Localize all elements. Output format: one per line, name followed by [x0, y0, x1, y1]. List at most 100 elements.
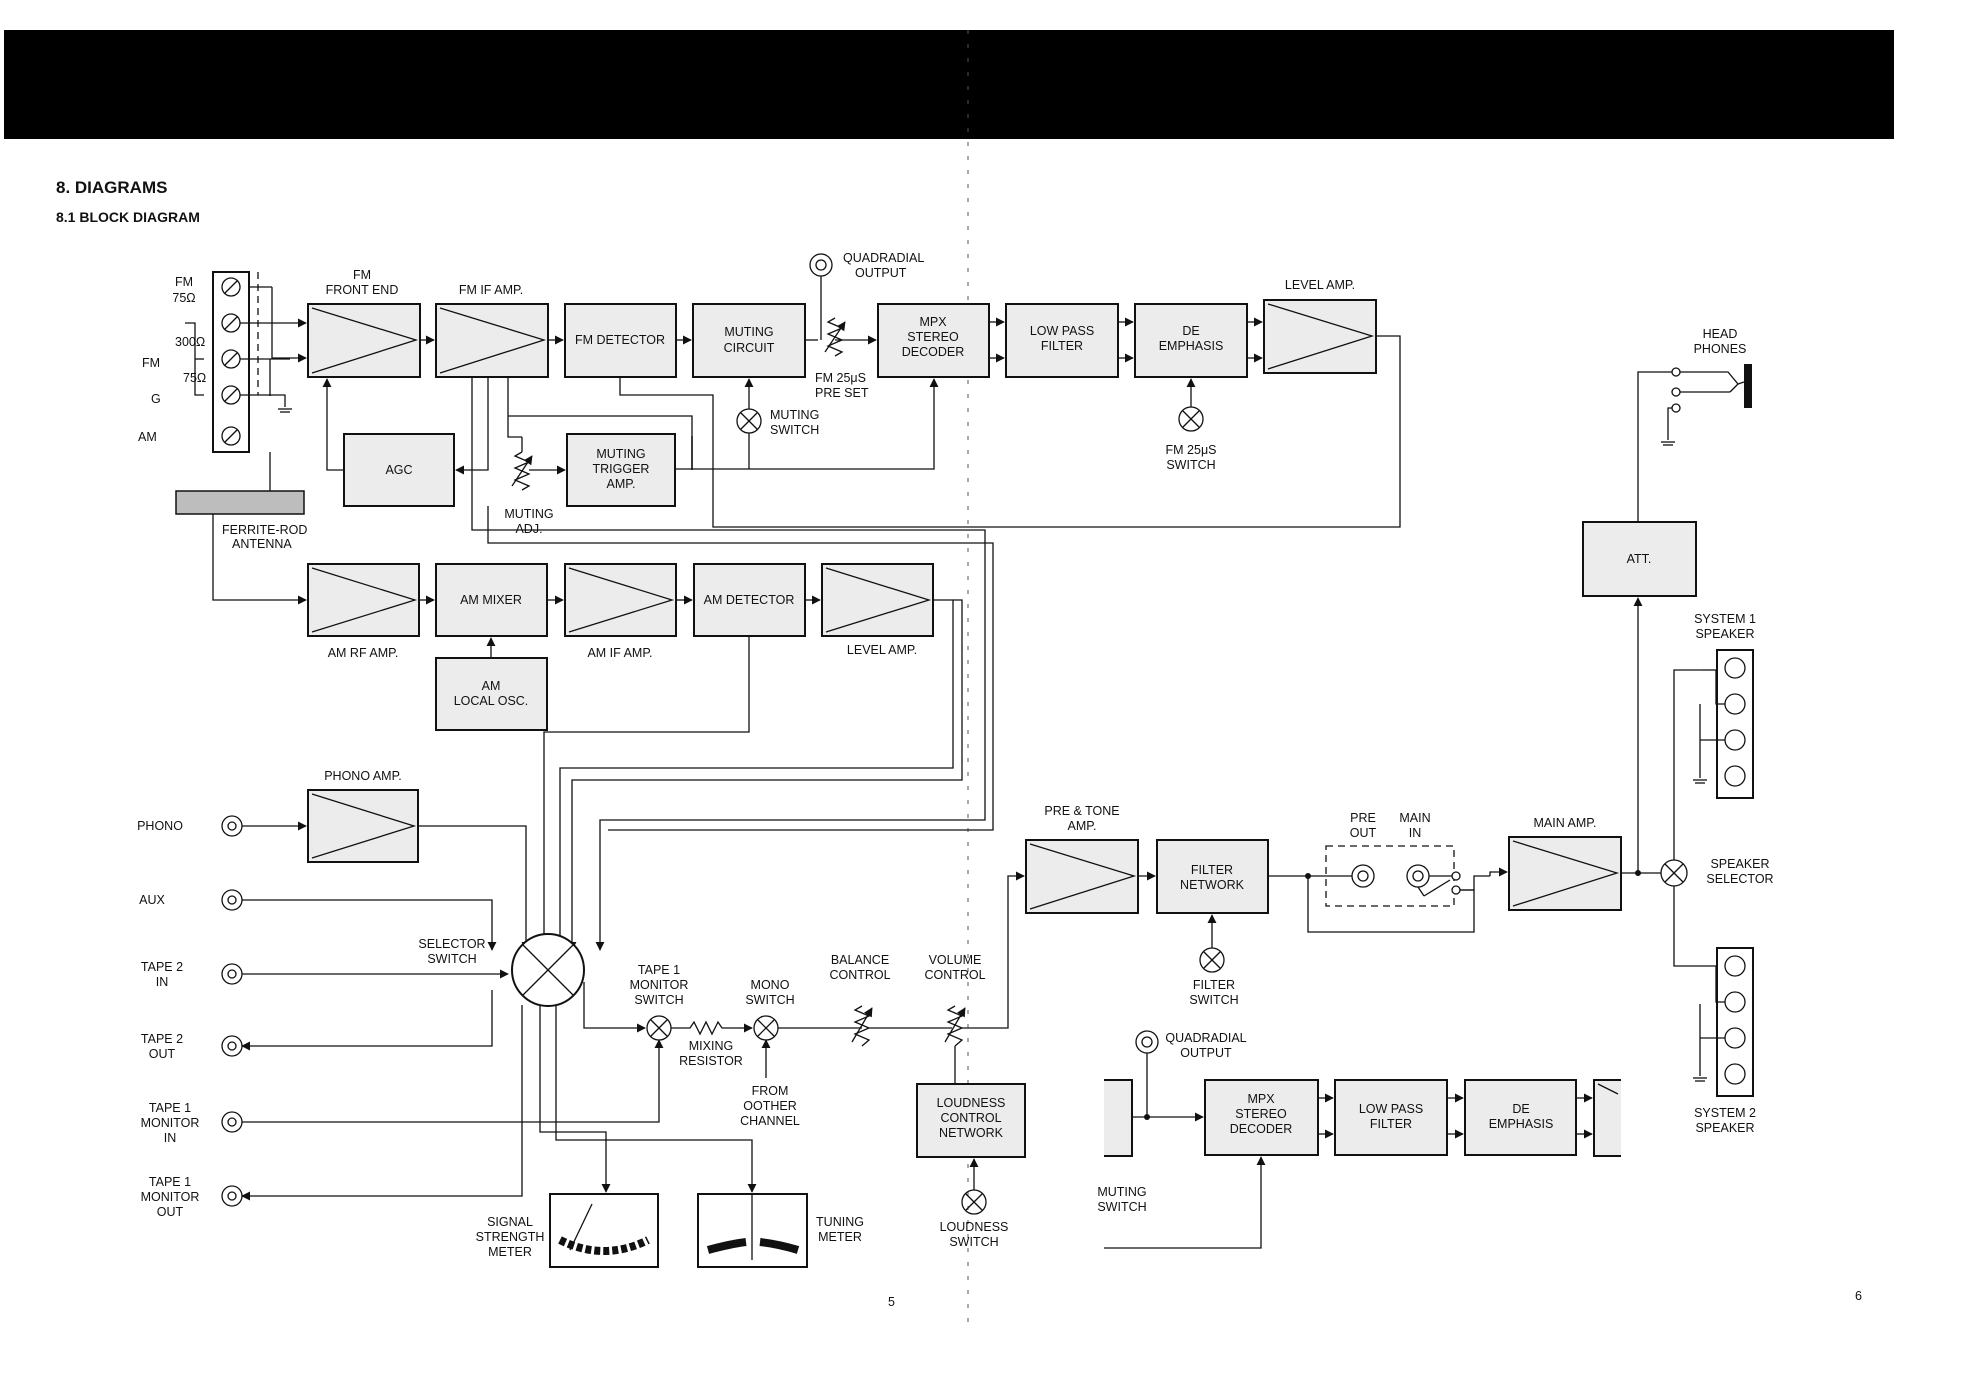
low-pass-filter [1005, 303, 1119, 378]
signal-meter-label-2: STRENGTH [476, 1230, 545, 1244]
inset-lpf-label-1: LOW PASS [1359, 1102, 1423, 1116]
volume-control [944, 1005, 966, 1047]
system1-label-2: SPEAKER [1695, 627, 1754, 641]
loudness-sw-label-1: LOUDNESS [940, 1220, 1009, 1234]
selector-label-1: SELECTOR [418, 937, 485, 951]
inset-deemph-label-2: EMPHASIS [1489, 1117, 1554, 1131]
am-detector-label: AM DETECTOR [704, 593, 795, 607]
pre-out-label-1: PRE [1350, 811, 1376, 825]
aux-label: AUX [139, 893, 165, 907]
filter-sw-label-1: FILTER [1193, 978, 1235, 992]
headphones-label-2: PHONES [1694, 342, 1747, 356]
fm-detector [564, 303, 677, 378]
loudness-switch-icon [961, 1189, 987, 1215]
tape1-mon-in-label-1: TAPE 1 [149, 1101, 191, 1115]
selector-label-2: SWITCH [427, 952, 476, 966]
selector-switch-icon [511, 933, 585, 1007]
fm25-switch-label-2: SWITCH [1166, 458, 1215, 472]
system2-label-1: SYSTEM 2 [1694, 1106, 1756, 1120]
inset-mpx-label-3: DECODER [1230, 1122, 1293, 1136]
tuning-meter-label-2: METER [818, 1230, 862, 1244]
mixing-label-2: RESISTOR [679, 1054, 743, 1068]
header-bar [4, 30, 1894, 139]
volume-label-2: CONTROL [924, 968, 985, 982]
from-other-label-1: FROM [752, 1084, 789, 1098]
filter-net-label-2: NETWORK [1180, 878, 1245, 892]
inset-low-pass-filter [1334, 1079, 1448, 1156]
quadradial-label-2: OUTPUT [855, 266, 907, 280]
tape2-in-jack [221, 963, 243, 985]
tape2-out-label-1: TAPE 2 [141, 1032, 183, 1046]
deemph-label-2: EMPHASIS [1159, 339, 1224, 353]
am-level-amp [821, 563, 934, 637]
main-amp-label: MAIN AMP. [1534, 816, 1597, 830]
mpx-stereo-decoder [877, 303, 990, 378]
am-local-osc [435, 657, 548, 731]
deemph-label-1: DE [1182, 324, 1199, 338]
am-rf-amp-label: AM RF AMP. [328, 646, 399, 660]
tape2-in-label-1: TAPE 2 [141, 960, 183, 974]
de-emphasis [1134, 303, 1248, 378]
inset-partial-block-left [1104, 1079, 1133, 1157]
fm-75-label: 75Ω [172, 291, 195, 305]
ferrite-label-2: ANTENNA [232, 537, 292, 551]
am-local-osc-label-1: AM [482, 679, 501, 693]
loudness-net-label-1: LOUDNESS [937, 1096, 1006, 1110]
muting-switch-icon [736, 408, 762, 434]
fm-front-end-label-2: FRONT END [326, 283, 399, 297]
muting-trigger-label-2: TRIGGER [593, 462, 650, 476]
aux-jack [221, 889, 243, 911]
from-other-label-2: OOTHER [743, 1099, 796, 1113]
main-in-label-1: MAIN [1399, 811, 1430, 825]
tape1-mon-out-jack [221, 1185, 243, 1207]
inset-mpx-decoder [1204, 1079, 1319, 1156]
system1-speaker-terminal [1693, 649, 1754, 799]
tape2-out-label-2: OUT [149, 1047, 176, 1061]
fm-preset-resistor [824, 317, 846, 357]
main-in-label-2: IN [1409, 826, 1422, 840]
loudness-net-label-3: NETWORK [939, 1126, 1004, 1140]
main-amp [1508, 836, 1622, 911]
system1-label-1: SYSTEM 1 [1694, 612, 1756, 626]
pre-tone-label-2: AMP. [1068, 819, 1097, 833]
balance-control [851, 1005, 873, 1047]
am-if-amp [564, 563, 677, 637]
subsection-title: 8.1 BLOCK DIAGRAM [56, 209, 200, 225]
tape1-mon-in-jack [221, 1111, 243, 1133]
pre-tone-label-1: PRE & TONE [1044, 804, 1119, 818]
speaker-selector-icon [1660, 859, 1688, 887]
quadradial-label-1: QUADRADIAL [843, 251, 924, 265]
fm-level-amp-label: LEVEL AMP. [1285, 278, 1355, 292]
phono-label: PHONO [137, 819, 183, 833]
inset-deemph-label-1: DE [1512, 1102, 1529, 1116]
quadradial-output-jack [809, 253, 833, 277]
muting-adj-label-2: ADJ. [515, 522, 542, 536]
tape1-mon-out-label-2: MONITOR [141, 1190, 200, 1204]
muting-trigger-amp [566, 433, 676, 507]
loudness-control-network [916, 1083, 1026, 1158]
speaker-sel-label-2: SELECTOR [1706, 872, 1773, 886]
pre-out-jack [1351, 864, 1375, 888]
am-level-amp-label: LEVEL AMP. [847, 643, 917, 657]
loudness-net-label-2: CONTROL [940, 1111, 1001, 1125]
system2-label-2: SPEAKER [1695, 1121, 1754, 1135]
phono-amp [307, 789, 419, 863]
fm-front-end [307, 303, 421, 378]
tape1-mon-in-label-2: MONITOR [141, 1116, 200, 1130]
loudness-sw-label-2: SWITCH [949, 1235, 998, 1249]
lpf-label-1: LOW PASS [1030, 324, 1094, 338]
tape2-in-label-2: IN [156, 975, 169, 989]
section-title: 8. DIAGRAMS [56, 178, 167, 197]
filter-network [1156, 839, 1269, 914]
lpf-label-2: FILTER [1041, 339, 1083, 353]
antenna-terminal-block [185, 271, 307, 491]
tape1-monitor-switch-icon [646, 1015, 672, 1041]
g-terminal-label: G [151, 392, 161, 406]
inset-lpf-label-2: FILTER [1370, 1117, 1412, 1131]
headphones-jack [1661, 364, 1752, 446]
muting-switch-label-2: SWITCH [770, 423, 819, 437]
speaker-sel-label-1: SPEAKER [1710, 857, 1769, 871]
mixing-label-1: MIXING [689, 1039, 733, 1053]
am-detector [693, 563, 806, 637]
